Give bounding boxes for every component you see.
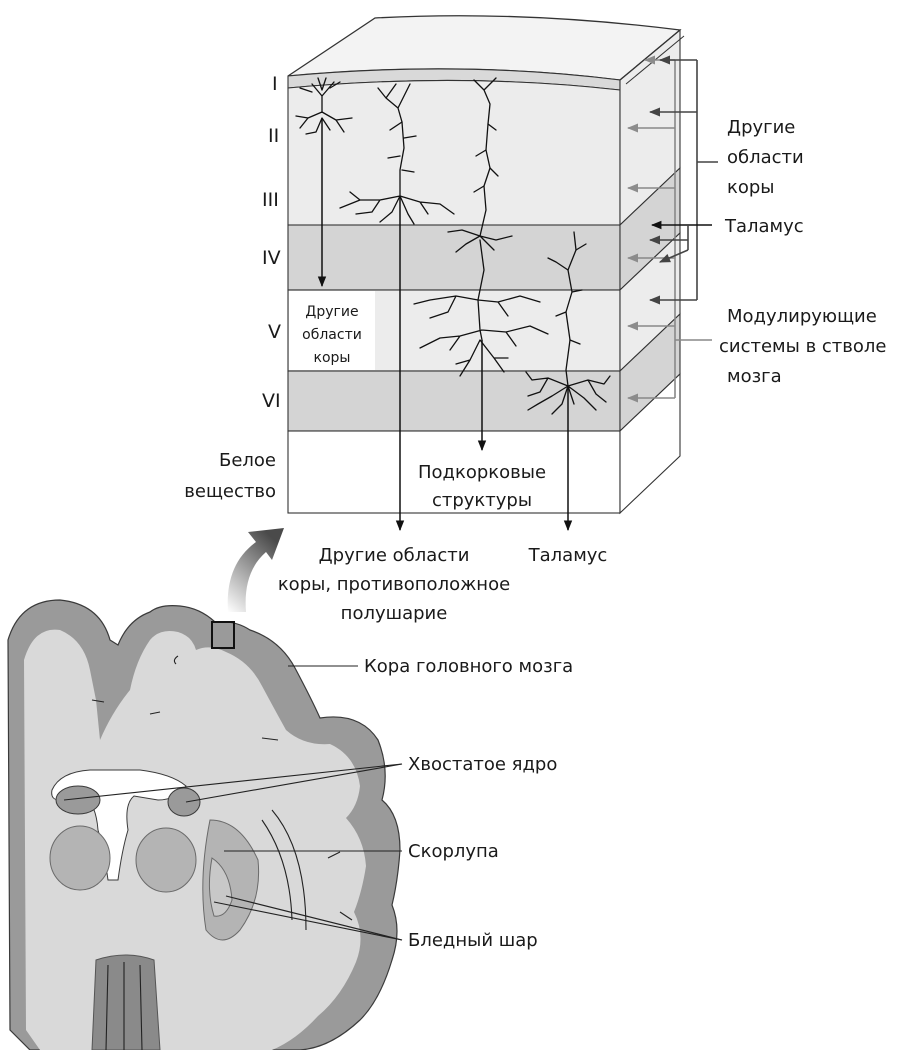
label-modulating-3: мозга <box>727 366 782 387</box>
label-subcortical-2: структуры <box>432 490 532 511</box>
inner-other-cortex-1: Другие <box>305 304 358 320</box>
label-other-cortex-1: Другие <box>727 117 795 138</box>
label-thalamus-bottom: Таламус <box>528 545 608 566</box>
cortex-block <box>288 16 684 513</box>
layer-label-4: IV <box>262 247 281 269</box>
inner-other-cortex-2: области <box>302 327 362 343</box>
layer-label-3: III <box>262 189 279 211</box>
thalamus-left <box>50 826 110 890</box>
layer-label-5: V <box>268 321 281 343</box>
layer-6-band <box>288 371 620 431</box>
zoom-arrow <box>228 528 284 612</box>
caudate-right <box>168 788 200 816</box>
layer-label-6: VI <box>262 390 281 412</box>
white-matter-label-1: Белое <box>219 450 276 471</box>
thalamus-right <box>136 828 196 892</box>
layer-label-2: II <box>268 125 279 147</box>
brain-section <box>8 600 400 1050</box>
inner-other-cortex-3: коры <box>314 350 351 366</box>
brainstem <box>92 955 160 1050</box>
label-contra-1: Другие области <box>319 545 470 566</box>
label-subcortical-1: Подкорковые <box>418 462 546 483</box>
label-cortex: Кора головного мозга <box>364 656 573 677</box>
label-contra-2: коры, противоположное <box>278 574 510 595</box>
label-modulating-1: Модулирующие <box>727 306 877 327</box>
label-caudate: Хвостатое ядро <box>408 754 557 775</box>
layer-label-1: I <box>272 73 278 95</box>
label-contra-3: полушарие <box>341 603 448 624</box>
brain-labels: Кора головного мозга Хвостатое ядро Скор… <box>364 656 573 951</box>
caudate-left <box>56 786 100 814</box>
layer-2-3-band <box>288 80 620 225</box>
output-labels: Другие области коры, противоположное пол… <box>278 545 608 624</box>
layer-labels: I II III IV V VI Белое вещество <box>184 73 281 502</box>
white-matter-label-2: вещество <box>184 481 276 502</box>
label-thalamus-right: Таламус <box>724 216 804 237</box>
label-other-cortex-3: коры <box>727 177 775 198</box>
label-putamen: Скорлупа <box>408 841 499 862</box>
right-labels: Другие области коры Таламус Модулирующие… <box>719 117 886 387</box>
label-modulating-2: системы в стволе <box>719 336 886 357</box>
label-other-cortex-2: области <box>727 147 804 168</box>
label-globus-pallidus: Бледный шар <box>408 930 538 951</box>
